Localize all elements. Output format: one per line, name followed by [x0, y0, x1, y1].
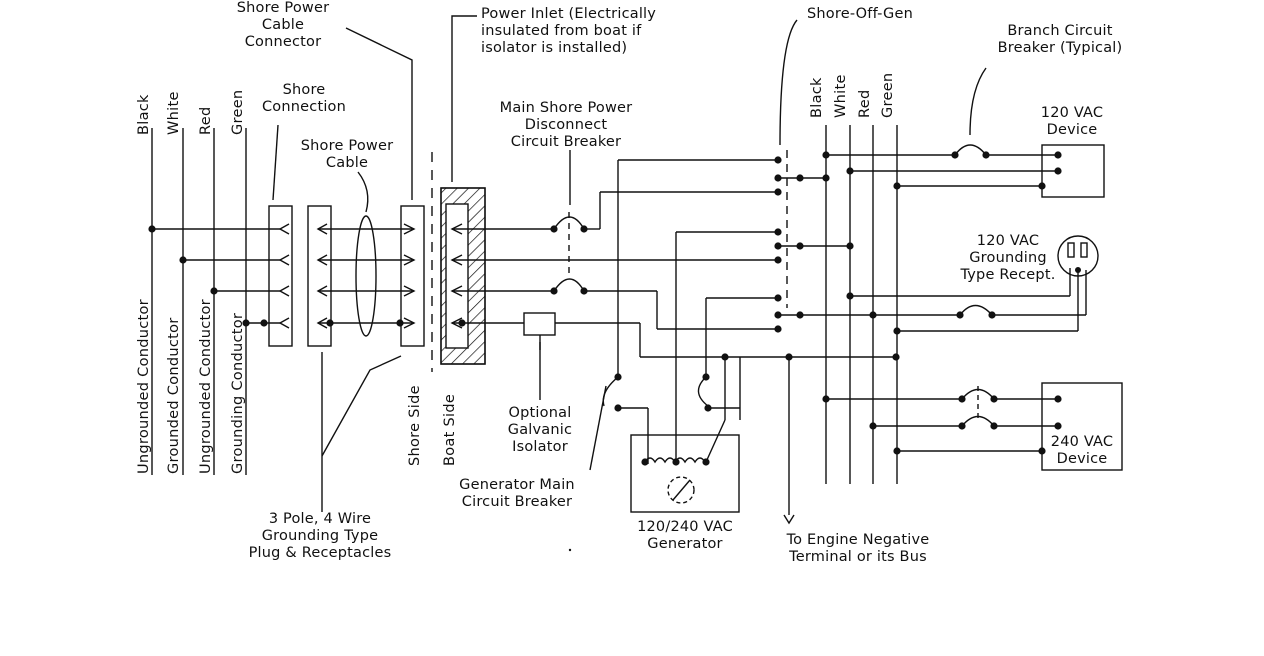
grounding-conductor-label: Grounding Conductor [230, 312, 246, 474]
shore-connection-label: Shore Connection [261, 82, 347, 115]
bus-wire-red-label: Red [857, 89, 873, 118]
engine-negative-label: To Engine Negative Terminal or its Bus [786, 532, 930, 565]
shore-conductor-lines [151, 128, 247, 475]
power-inlet-label: Power Inlet (Electrically insulated from… [481, 6, 657, 56]
galvanic-isolator-box [523, 312, 556, 336]
ungrounded-conductor-1-label: Ungrounded Conductor [136, 299, 152, 474]
shore-wire-black-label: Black [136, 94, 152, 135]
generator-main-breaker [602, 357, 741, 464]
boat-side-label: Boat Side [442, 393, 458, 466]
shore-connection-box [268, 205, 293, 347]
selector-switch-label: Shore-Off-Gen [806, 6, 913, 22]
shore-connection-pins [278, 223, 290, 329]
plug-pins [316, 223, 328, 329]
plug-receptacles-label: 3 Pole, 4 Wire Grounding Type Plug & Rec… [248, 511, 392, 561]
cable-bundle-ellipse [355, 215, 377, 337]
shore-taps [152, 228, 280, 324]
junction-dots [148, 151, 1081, 552]
boat-bus-lines [825, 125, 898, 484]
branch-240-device [826, 382, 1123, 471]
shore-side-label: Shore Side [407, 385, 423, 466]
generator-box [630, 434, 740, 513]
shore-power-cable-conductors [318, 228, 414, 324]
power-inlet-block [440, 187, 486, 365]
connector-pins [403, 223, 416, 329]
inlet-conductors [452, 228, 778, 324]
branch-receptacle [850, 235, 1099, 332]
ungrounded-conductor-2-label: Ungrounded Conductor [198, 299, 214, 474]
bus-wire-black-label: Black [809, 77, 825, 118]
shore-power-cable-connector-label: Shore Power Cable Connector [236, 0, 330, 50]
grounded-conductor-label: Grounded Conductor [166, 317, 182, 474]
leader-lines [272, 15, 987, 512]
selector-switch [617, 150, 800, 408]
branch-120-device [826, 144, 1105, 198]
generator-symbol [667, 476, 695, 504]
receptacle-label: 120 VAC Grounding Type Recept. [960, 233, 1056, 283]
shore-wire-green-label: Green [230, 89, 246, 135]
device-240-label: 240 VAC Device [1050, 434, 1114, 467]
main-disconnect-label: Main Shore Power Disconnect Circuit Brea… [499, 100, 633, 150]
device-120-label: 120 VAC Device [1040, 105, 1104, 138]
galvanic-isolator-label: Optional Galvanic Isolator [507, 405, 573, 455]
generator-breaker-label: Generator Main Circuit Breaker [459, 477, 575, 510]
shore-wire-red-label: Red [198, 106, 214, 135]
shore-wire-white-label: White [166, 91, 182, 135]
shore-power-cable-label: Shore Power Cable [300, 138, 394, 171]
bus-wire-white-label: White [833, 74, 849, 118]
bus-wire-green-label: Green [880, 72, 896, 118]
cable-connector-box [400, 205, 425, 347]
plug-box [307, 205, 332, 347]
generator-label: 120/240 VAC Generator [637, 519, 733, 552]
branch-breaker-label: Branch Circuit Breaker (Typical) [997, 23, 1123, 56]
